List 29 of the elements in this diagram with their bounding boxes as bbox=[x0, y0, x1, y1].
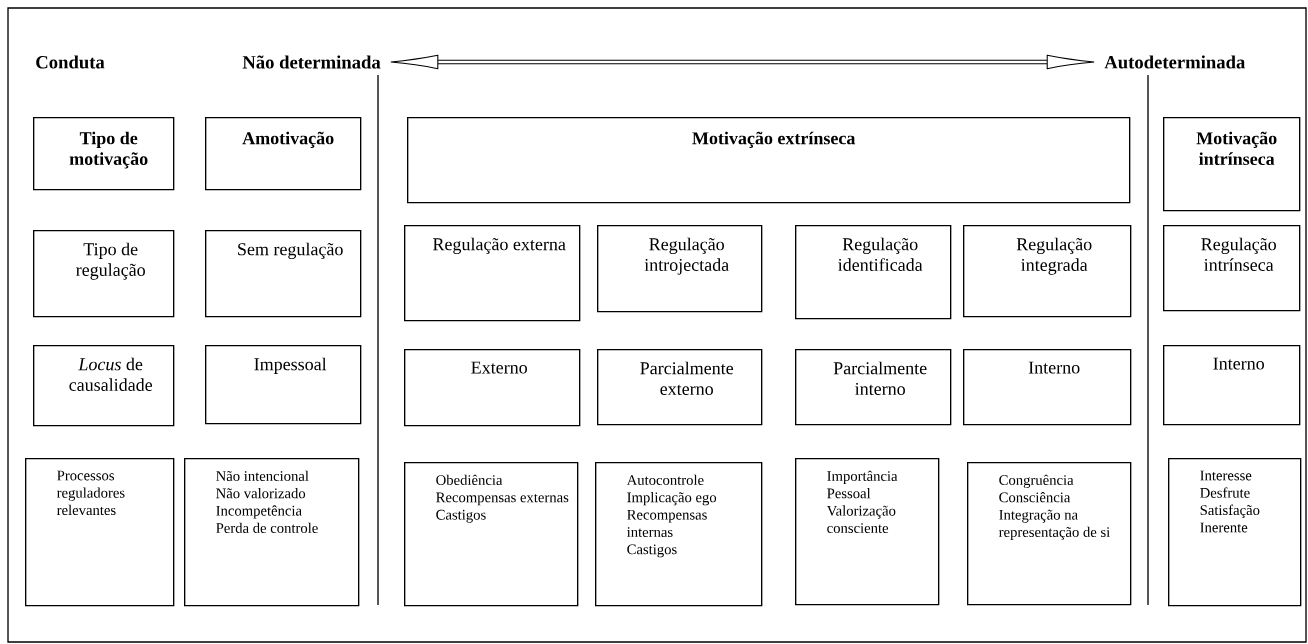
category-box: Interno bbox=[1163, 345, 1301, 426]
row-heading: Conduta bbox=[36, 55, 105, 69]
category-box: Externo bbox=[404, 349, 581, 427]
category-box: Locus de causalidade bbox=[33, 345, 175, 427]
double-arrow bbox=[390, 54, 1095, 70]
category-box: Regulação intrínseca bbox=[1163, 225, 1301, 312]
category-box: Interno bbox=[963, 349, 1132, 426]
list-box: Interesse Desfrute Satisfação Inerente bbox=[1168, 458, 1302, 607]
scale-end-label: Não determinada bbox=[242, 55, 381, 69]
category-box: Motivação extrínseca bbox=[407, 117, 1131, 204]
category-box: Regulação externa bbox=[404, 225, 581, 322]
list-box: Não intencional Não valorizado Incompetência Perda de controle bbox=[184, 458, 360, 607]
list-box: Processos reguladores relevantes bbox=[25, 458, 175, 607]
category-box: Regulação introjectada bbox=[597, 225, 763, 313]
list-box: Importância Pessoal Valorização consciente bbox=[795, 458, 940, 606]
scale-end-label: Autodeterminada bbox=[1104, 55, 1246, 69]
category-box: Sem regulação bbox=[205, 230, 362, 318]
category-box: Amotivação bbox=[205, 117, 362, 191]
category-box: Parcialmente externo bbox=[597, 349, 763, 426]
list-box: Obediência Recompensas externas Castigos bbox=[404, 462, 579, 607]
category-box: Parcialmente interno bbox=[795, 349, 952, 426]
category-box: Tipo de regulação bbox=[33, 230, 175, 318]
list-box: Congruência Consciência Integração na representação de si bbox=[967, 462, 1132, 606]
category-box: Regulação identificada bbox=[795, 225, 952, 320]
list-box: Autocontrole Implicação ego Recompensas internas Castigos bbox=[595, 462, 763, 607]
category-box: Impessoal bbox=[205, 345, 362, 425]
category-box: Motivação intrínseca bbox=[1163, 117, 1301, 212]
category-box: Regulação integrada bbox=[963, 225, 1132, 318]
category-box: Tipo de motivação bbox=[33, 117, 175, 191]
